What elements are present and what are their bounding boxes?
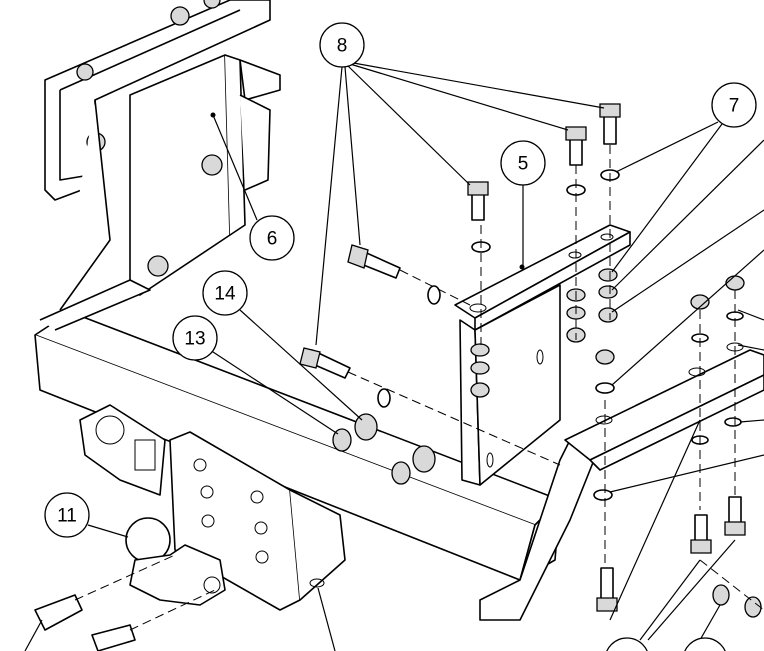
callout-11: 11 xyxy=(44,492,90,538)
callout-label: 13 xyxy=(184,329,205,350)
callout-label: 14 xyxy=(214,284,236,305)
assembly-centerlines xyxy=(74,145,764,631)
far-right-bracket xyxy=(564,342,764,471)
callout-label: 5 xyxy=(518,154,529,175)
callout-13: 13 xyxy=(172,315,218,361)
callout-5: 5 xyxy=(500,140,546,186)
callout-label: 7 xyxy=(729,96,740,117)
callout-label: 6 xyxy=(267,229,278,250)
callout-label: 11 xyxy=(57,506,77,527)
right-angle-bracket xyxy=(454,224,631,486)
main-crossbar xyxy=(34,99,601,621)
callout-14: 14 xyxy=(202,270,248,316)
callout-8: 8 xyxy=(319,22,365,68)
callout-label: 8 xyxy=(337,36,348,57)
tow-ball xyxy=(125,517,226,606)
loose-bolts xyxy=(34,594,136,651)
leader-lines xyxy=(24,61,764,651)
socket-plate xyxy=(79,404,166,496)
callout-6: 6 xyxy=(249,215,295,261)
callout-partial-bottom xyxy=(606,637,726,651)
side-bracket-left xyxy=(129,54,271,296)
callout-7: 7 xyxy=(711,82,757,128)
